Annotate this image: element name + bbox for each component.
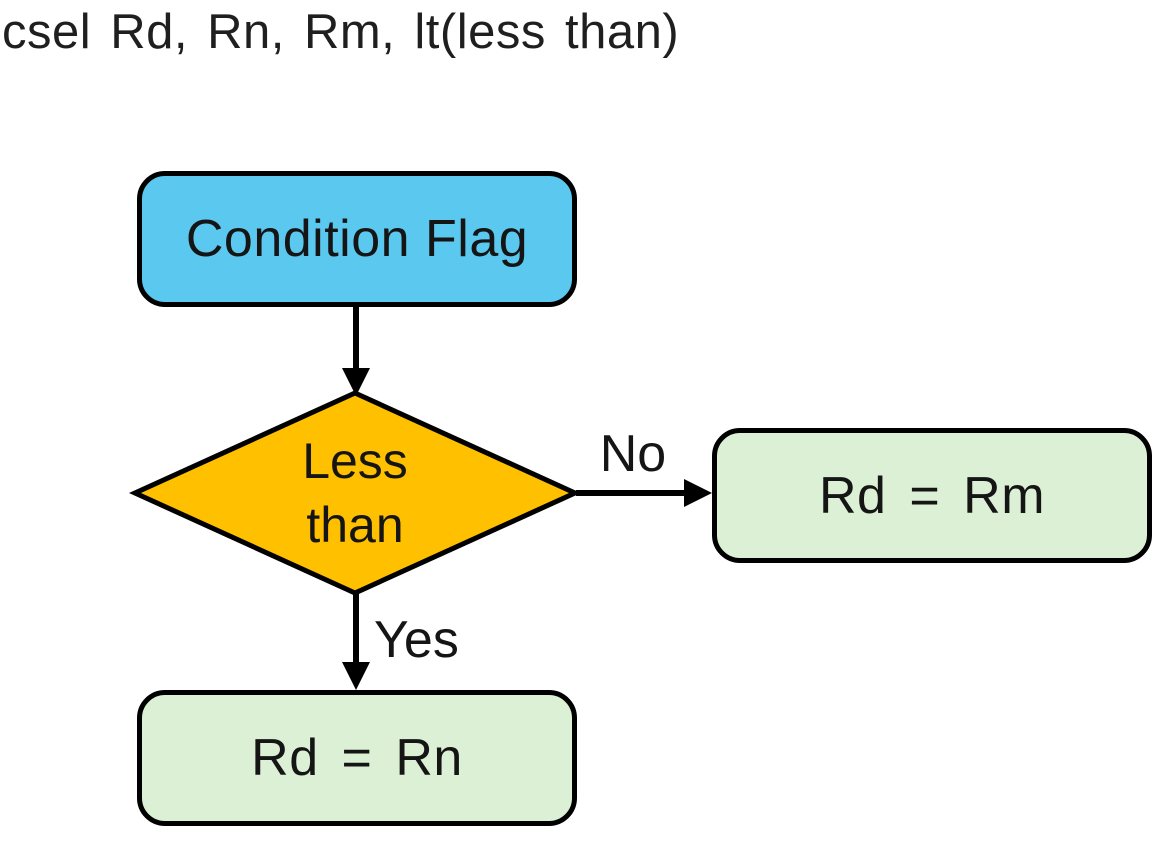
- condition-flag-node: Condition Flag: [137, 171, 577, 307]
- edge-label-yes: Yes: [374, 611, 459, 669]
- edge-label-no: No: [599, 425, 667, 483]
- result-node-rd-equals-rm: Rd = Rm: [712, 428, 1152, 563]
- arrowhead-down-icon: [342, 662, 370, 690]
- condition-flag-label: Condition Flag: [185, 210, 529, 268]
- arrowhead-right-icon: [684, 479, 712, 507]
- result-node-rd-equals-rn: Rd = Rn: [137, 690, 577, 826]
- result-rd-equals-rn-label: Rd = Rn: [251, 729, 463, 787]
- arrowhead-down-icon: [342, 368, 370, 396]
- decision-label: Less than: [302, 433, 408, 553]
- connector-condition-to-decision: [342, 306, 370, 396]
- result-rd-equals-rm-label: Rd = Rm: [818, 466, 1046, 525]
- page-title: csel Rd, Rn, Rm, lt(less than): [2, 5, 680, 59]
- connector-decision-to-result-yes: [342, 593, 370, 690]
